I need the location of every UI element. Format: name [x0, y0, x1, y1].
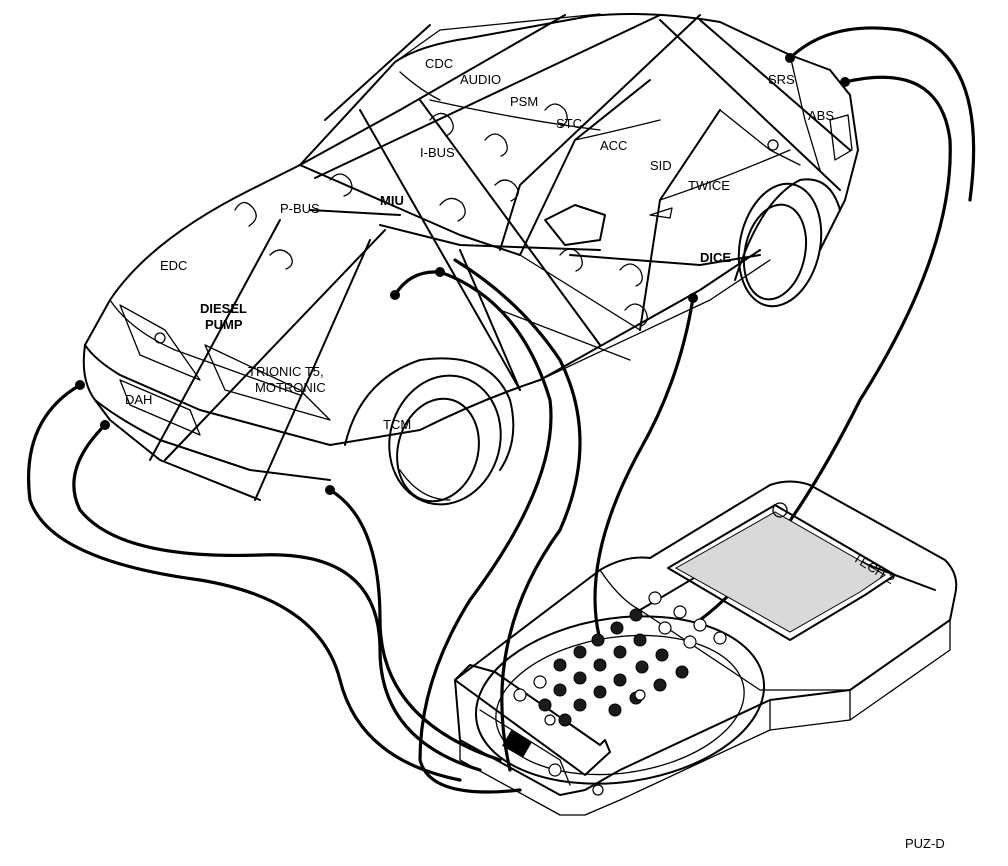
- label-cdc: CDC: [425, 56, 453, 71]
- label-stc: STC: [556, 116, 582, 131]
- keypad: [513, 591, 727, 727]
- label-edc: EDC: [160, 258, 187, 273]
- label-srs: SRS: [768, 72, 795, 87]
- car-body: [82, 13, 859, 501]
- label-audio: AUDIO: [460, 72, 501, 87]
- puzzle-connectors: [234, 103, 648, 327]
- label-miu: MIU: [380, 193, 404, 208]
- label-motronic: MOTRONIC: [255, 380, 326, 395]
- label-twice: TWICE: [688, 178, 730, 193]
- rear-wheel: [734, 178, 841, 308]
- label-acc: ACC: [600, 138, 627, 153]
- module-labels: CDC AUDIO PSM STC ACC SID TWICE SRS ABS …: [125, 56, 834, 432]
- label-sid: SID: [650, 158, 672, 173]
- label-tcm: TCM: [383, 417, 411, 432]
- label-ibus: I-BUS: [420, 145, 455, 160]
- label-psm: PSM: [510, 94, 538, 109]
- label-dice: DICE: [700, 250, 731, 265]
- label-dah: DAH: [125, 392, 152, 407]
- label-pump: PUMP: [205, 317, 243, 332]
- figure-reference-code: PUZ-D: [905, 836, 945, 851]
- label-diesel: DIESEL: [200, 301, 247, 316]
- front-wheel: [344, 357, 515, 506]
- label-pbus: P-BUS: [280, 201, 320, 216]
- tech2-scan-tool: TECH 2: [454, 480, 958, 816]
- bus-lines: [149, 14, 851, 501]
- label-trionic: TRIONIC T5,: [248, 364, 324, 379]
- label-abs: ABS: [808, 108, 834, 123]
